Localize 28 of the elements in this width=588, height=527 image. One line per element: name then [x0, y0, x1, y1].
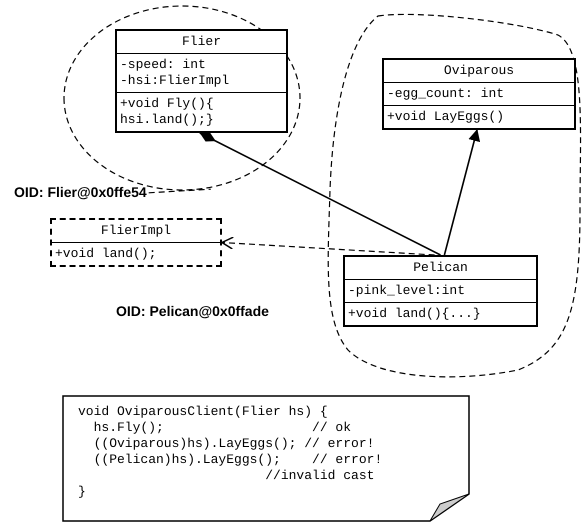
- attribute-list: -egg_count: int: [384, 82, 574, 105]
- class-name: Flier: [180, 33, 222, 51]
- class-box: [115, 29, 288, 133]
- code-line: hs.Fly(); // ok: [92, 420, 352, 436]
- arrow: [444, 129, 480, 256]
- class-box: [50, 218, 222, 267]
- method-list: +void land(){...}: [345, 302, 536, 325]
- arrow: [221, 236, 435, 256]
- code-line: ((Oviparous)hs).LayEggs(); // error!: [92, 436, 376, 452]
- method-list: +void Fly(){ hsi.land();}: [117, 92, 286, 131]
- code-line: ((Pelican)hs).LayEggs(); // error!: [92, 452, 384, 468]
- code-line: //invalid cast: [264, 468, 376, 484]
- attribute-list: +void land();: [52, 242, 220, 265]
- class-name: Oviparous: [442, 62, 516, 80]
- class-box: [382, 58, 576, 130]
- code-line: }: [78, 484, 87, 500]
- class-name: FlierImpl: [100, 222, 172, 240]
- attribute-list: -speed: int -hsi:FlierImpl: [117, 53, 286, 92]
- class-box: [343, 255, 538, 327]
- method-list: +void LayEggs(): [384, 105, 574, 128]
- object-id-label: OID: Pelican@0x0ffade: [116, 303, 269, 319]
- composition-line: [199, 132, 441, 256]
- object-id-label: OID: Flier@0x0ffe54: [14, 184, 147, 200]
- attribute-list: -pink_level:int: [345, 279, 536, 302]
- code-line: void OviparousClient(Flier hs) {: [78, 404, 329, 420]
- code-note: [62, 395, 470, 522]
- leader-line: [148, 188, 211, 194]
- class-name: Pelican: [412, 259, 469, 277]
